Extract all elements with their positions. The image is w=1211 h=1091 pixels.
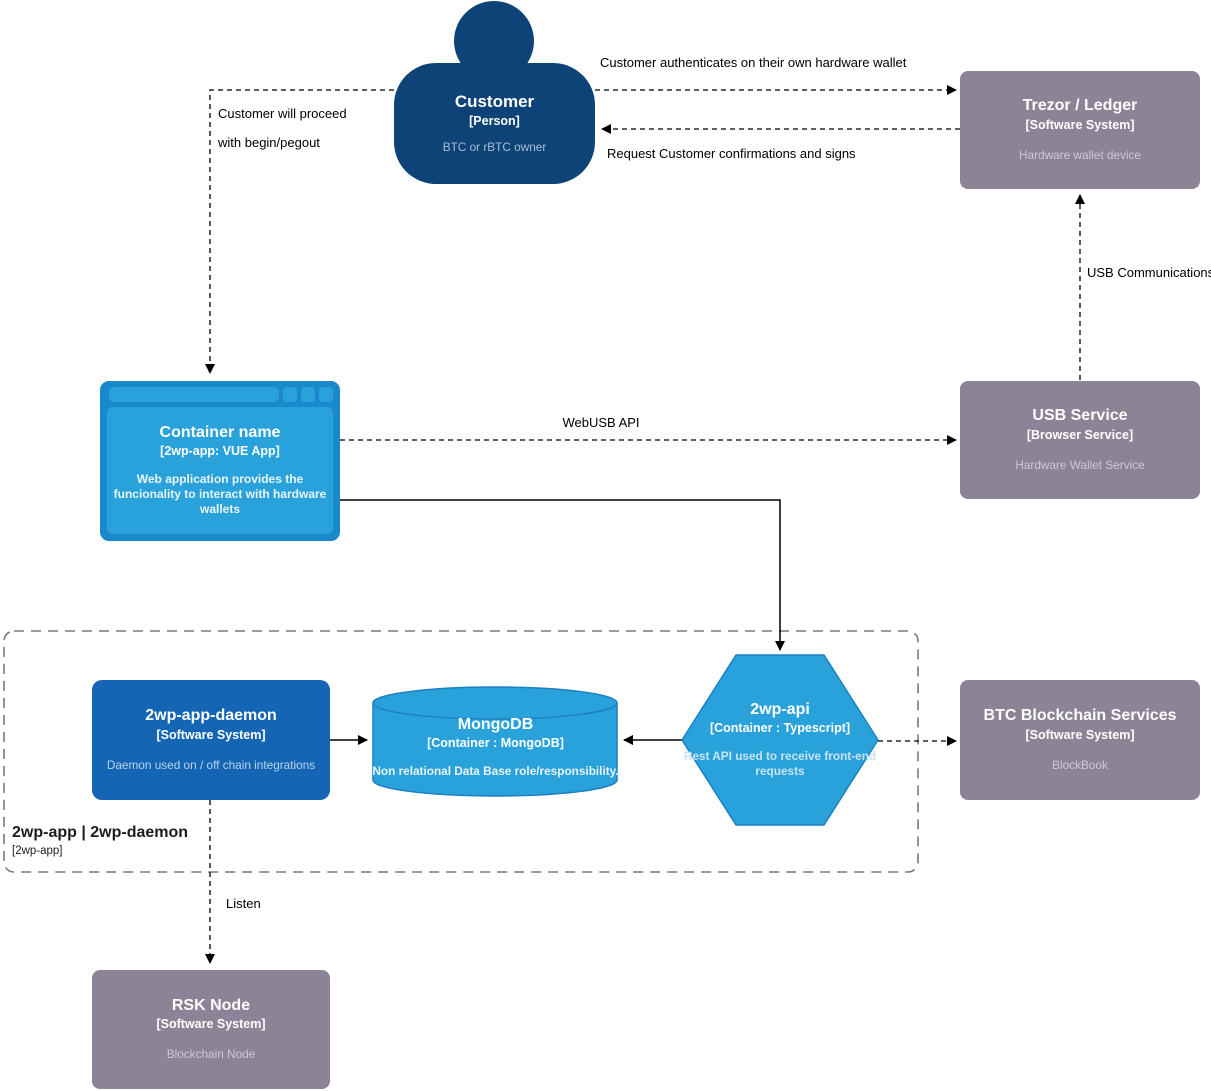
node-subtitle: [Software System] (156, 1017, 266, 1032)
node-description: Daemon used on / off chain integrations (106, 757, 316, 772)
node-description: Rest API used to receive front-end reque… (683, 748, 877, 778)
node-subtitle: [Browser Service] (1026, 427, 1134, 442)
browser-button-icon (319, 387, 333, 402)
node-description: Blockchain Node (166, 1047, 256, 1062)
node-title: MongoDB (457, 716, 534, 734)
edge-label-request-confirmations: Request Customer confirmations and signs (607, 146, 856, 161)
node-subtitle: [Person] (469, 113, 520, 128)
boundary-title: 2wp-app | 2wp-daemon (12, 824, 189, 841)
node-title: BTC Blockchain Services (983, 707, 1177, 725)
node-description: BlockBook (1052, 757, 1108, 772)
node-title: Trezor / Ledger (1022, 97, 1138, 115)
node-title: Customer (454, 92, 535, 112)
browser-address-bar (109, 387, 279, 402)
edge-container-to-api (340, 499, 785, 651)
node-title: Container name (159, 424, 281, 441)
node-description: Web application provides the funcionalit… (113, 472, 327, 516)
node-title: USB Service (1032, 407, 1128, 425)
mongodb-cylinder-shape (372, 686, 618, 797)
node-subtitle: [Software System] (1025, 727, 1135, 742)
node-2wp-app-daemon: 2wp-app-daemon [Software System] Daemon … (92, 680, 330, 800)
node-description: BTC or rBTC owner (442, 139, 547, 154)
browser-chrome-bar (100, 381, 340, 406)
node-usb-service: USB Service [Browser Service] Hardware W… (960, 381, 1200, 499)
node-container-name: Container name [2wp-app: VUE App] Web ap… (100, 381, 340, 541)
node-title: RSK Node (171, 996, 251, 1014)
node-customer: Customer [Person] BTC or rBTC owner (394, 63, 595, 184)
node-mongodb: MongoDB [Container : MongoDB] Non relati… (365, 708, 626, 788)
edge-label-proceed-line1: Customer will proceed (218, 106, 347, 121)
boundary-label: 2wp-app | 2wp-daemon [2wp-app] (12, 824, 188, 857)
node-description: Hardware Wallet Service (1015, 457, 1145, 472)
node-subtitle: [Software System] (1025, 117, 1135, 132)
edge-label-listen: Listen (226, 896, 261, 911)
browser-content: Container name [2wp-app: VUE App] Web ap… (107, 407, 333, 534)
edge-label-proceed-line2: with begin/pegout (218, 135, 320, 150)
browser-button-icon (301, 387, 315, 402)
node-trezor-ledger: Trezor / Ledger [Software System] Hardwa… (960, 71, 1200, 189)
node-2wp-api: 2wp-api [Container : Typescript] Rest AP… (683, 692, 877, 788)
node-title: 2wp-api (750, 700, 810, 718)
node-subtitle: [Container : Typescript] (709, 720, 851, 735)
edge-label-webusb-api: WebUSB API (562, 415, 640, 430)
browser-button-icon (283, 387, 297, 402)
node-subtitle: [2wp-app: VUE App] (160, 444, 280, 458)
node-description: Hardware wallet device (1019, 147, 1141, 162)
api-hexagon-shape (681, 654, 879, 826)
edge-label-usb-communications: USB Communications (1087, 265, 1211, 280)
node-subtitle: [Software System] (156, 727, 266, 742)
node-rsk-node: RSK Node [Software System] Blockchain No… (92, 970, 330, 1089)
edge-proceed-pegout (205, 89, 394, 374)
node-btc-blockchain-services: BTC Blockchain Services [Software System… (960, 680, 1200, 800)
edge-label-authenticates: Customer authenticates on their own hard… (600, 55, 907, 70)
boundary-2wp-app (3, 630, 919, 873)
boundary-subtitle: [2wp-app] (12, 845, 63, 857)
node-title: 2wp-app-daemon (145, 707, 277, 725)
node-description: Non relational Data Base role/responsibi… (372, 764, 619, 779)
node-subtitle: [Container : MongoDB] (427, 736, 564, 751)
